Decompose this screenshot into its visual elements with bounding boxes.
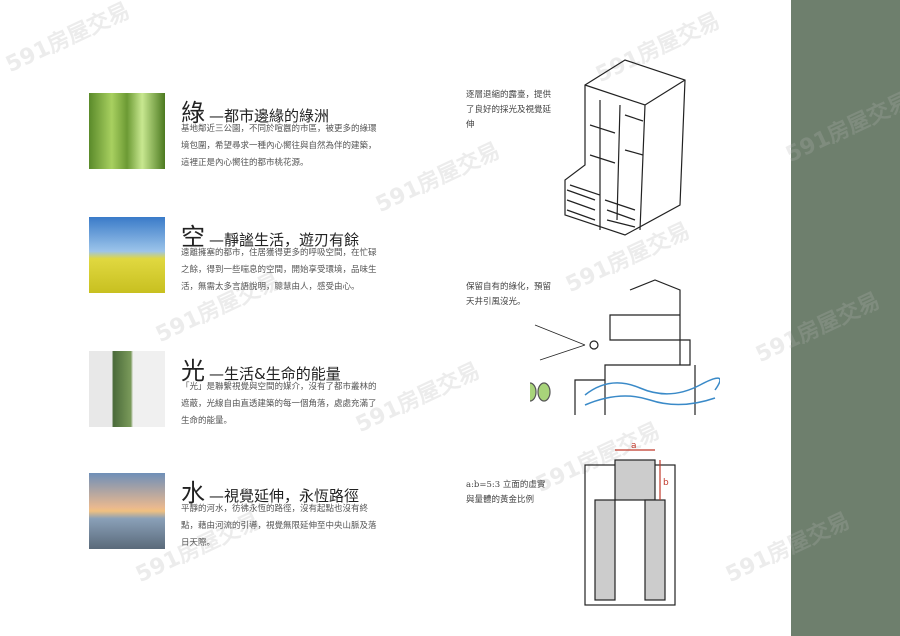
note-ratio: a:b=5:3 立面的虛實與量體的黃金比例 xyxy=(466,480,546,505)
label-b: b xyxy=(663,478,669,488)
section-title: 光—生活&生命的能量 xyxy=(181,357,341,385)
forest-photo xyxy=(89,93,165,169)
building-sketch-perspective xyxy=(564,59,686,236)
note-terrace: 逐層退縮的露臺，提供了良好的採光及視覺延伸 xyxy=(466,90,552,130)
section-body: 遠離擁塞的都市，住居獲得更多的呼吸空間，在忙碌之餘，得到一些喘息的空間，開始享受… xyxy=(181,248,377,292)
section-title: 綠—都市邊緣的綠洲 xyxy=(181,99,330,127)
field-photo xyxy=(89,217,165,293)
section-body: 平靜的河水，彷彿永恆的路徑，沒有起點也沒有終點，藉由河流的引導，視覺無限延伸至中… xyxy=(181,504,377,548)
watermark: 591房屋交易 xyxy=(372,138,505,218)
sidebar-band xyxy=(791,0,900,636)
section-title: 空—靜謐生活，遊刃有餘 xyxy=(181,223,360,251)
elevation-ratio-sketch: a b xyxy=(584,441,676,606)
sunset-photo xyxy=(89,473,165,549)
section-sketch xyxy=(530,279,720,415)
section-title: 水—視覺延伸，永恆路徑 xyxy=(181,479,360,507)
note-greenery: 保留自有的綠化，預留天井引風沒光。 xyxy=(466,282,552,307)
interior-photo xyxy=(89,351,165,427)
watermark: 591房屋交易 xyxy=(2,0,135,78)
section-body: 「光」是聯繫視覺與空間的媒介，沒有了都市叢林的遮蔽，光線自由直透建築的每一個角落… xyxy=(181,382,377,426)
label-a: a xyxy=(631,441,637,451)
section-body: 基地鄰近三公園，不同於喧囂的市區，被更多的綠環境包圍，希望尋求一種內心嚮往與自然… xyxy=(181,124,377,168)
